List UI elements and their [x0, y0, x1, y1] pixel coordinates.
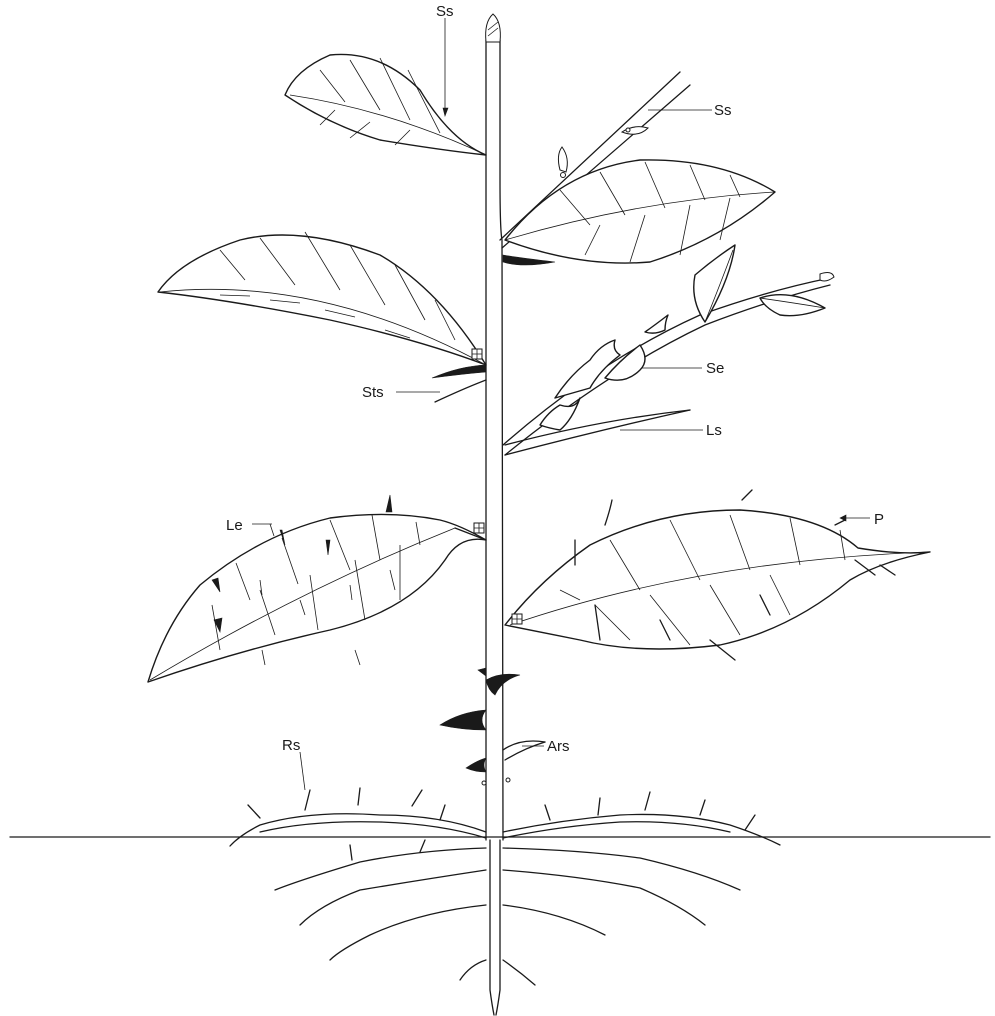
stem-prickles: [440, 668, 545, 785]
label-ss-right: Ss: [714, 102, 732, 119]
label-ls: Ls: [706, 422, 722, 439]
leaf-middle-left: [158, 232, 486, 365]
right-middle-branch: [503, 245, 834, 455]
label-p: P: [874, 511, 884, 528]
label-se: Se: [706, 360, 724, 377]
stipular-spine-upper: [503, 255, 555, 265]
lateral-roots: [230, 788, 780, 1015]
leaf-upper-left: [285, 54, 486, 155]
label-ss-top: Ss: [436, 3, 454, 20]
stipular-spines: [432, 365, 486, 402]
label-sts: Sts: [362, 384, 384, 401]
leaf-lower-right: [505, 490, 930, 660]
label-ars: Ars: [547, 738, 570, 755]
label-rs: Rs: [282, 737, 300, 754]
leaf-lower-left: [148, 495, 486, 682]
label-le: Le: [226, 517, 243, 534]
leader-lines: [252, 18, 870, 790]
main-stem: [486, 14, 503, 840]
